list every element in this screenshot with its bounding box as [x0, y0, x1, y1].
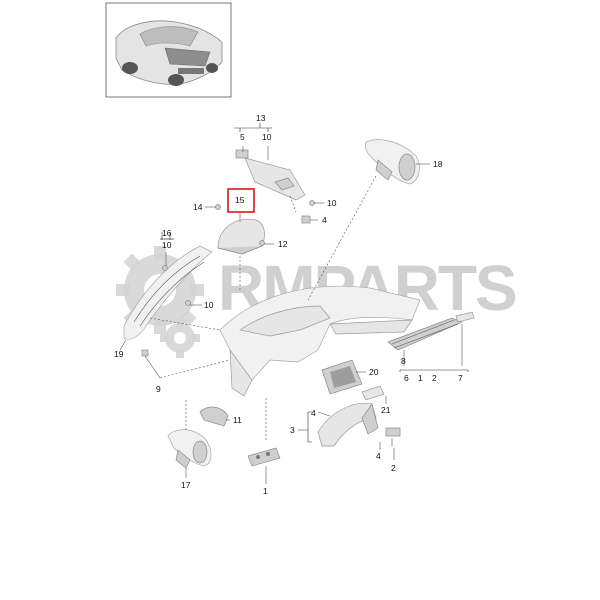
label-5[interactable]: 5	[240, 132, 245, 142]
car-illustration	[115, 20, 223, 86]
screw-10d	[185, 300, 191, 306]
clip-9	[141, 349, 149, 357]
label-10a[interactable]: 10	[262, 132, 272, 142]
part-11-wedge	[199, 406, 229, 427]
label-3[interactable]: 3	[290, 425, 295, 435]
label-21[interactable]: 21	[381, 405, 391, 415]
part-17-vent	[167, 429, 212, 469]
label-11[interactable]: 11	[233, 415, 242, 425]
part-19-trim	[123, 245, 213, 340]
label-14[interactable]: 14	[193, 202, 203, 212]
label-1a[interactable]: 1	[418, 373, 423, 383]
part-7-strip	[455, 311, 475, 323]
part-5-clip	[235, 149, 249, 159]
label-10b[interactable]: 10	[327, 198, 337, 208]
label-8[interactable]: 8	[401, 356, 406, 366]
label-10c[interactable]: 10	[162, 240, 172, 250]
label-10d[interactable]: 10	[204, 300, 214, 310]
label-6[interactable]: 6	[404, 373, 409, 383]
part-15-cover	[217, 218, 265, 255]
part-4-screw-bracket	[385, 427, 401, 437]
label-19[interactable]: 19	[114, 349, 124, 359]
label-4b[interactable]: 4	[311, 408, 316, 418]
part-3-cluster-frame	[317, 402, 379, 447]
label-12[interactable]: 12	[278, 239, 288, 249]
label-4a[interactable]: 4	[322, 215, 327, 225]
screw-12	[259, 240, 265, 246]
label-15[interactable]: 15	[235, 195, 245, 205]
screw-14	[215, 204, 221, 210]
label-4c[interactable]: 4	[376, 451, 381, 461]
part-1-switch-panel	[247, 447, 281, 467]
part-13-panel	[244, 157, 306, 201]
highlight-box	[227, 188, 255, 213]
label-2a[interactable]: 2	[432, 373, 437, 383]
screw-10c	[162, 265, 168, 271]
label-2b[interactable]: 2	[391, 463, 396, 473]
label-16[interactable]: 16	[162, 228, 172, 238]
label-1b[interactable]: 1	[263, 486, 268, 496]
label-9[interactable]: 9	[156, 384, 161, 394]
label-20[interactable]: 20	[369, 367, 379, 377]
label-13[interactable]: 13	[256, 113, 266, 123]
label-7[interactable]: 7	[458, 373, 463, 383]
part-18-vent	[364, 139, 420, 185]
part-8-grille	[387, 317, 463, 351]
clip-4a	[301, 215, 311, 224]
label-18[interactable]: 18	[433, 159, 443, 169]
watermark-small-gear-icon	[160, 318, 200, 358]
screw-10b	[309, 200, 315, 206]
vehicle-thumbnail	[105, 2, 232, 98]
part-labels: 13 5 10 18 15 14 10 4 12 16 10 10 19 20 …	[114, 113, 463, 496]
dashboard-carrier	[219, 285, 421, 397]
part-21-bracket	[361, 385, 385, 401]
part-20-display	[321, 359, 363, 395]
leader-lines	[119, 123, 469, 484]
label-17[interactable]: 17	[181, 480, 191, 490]
